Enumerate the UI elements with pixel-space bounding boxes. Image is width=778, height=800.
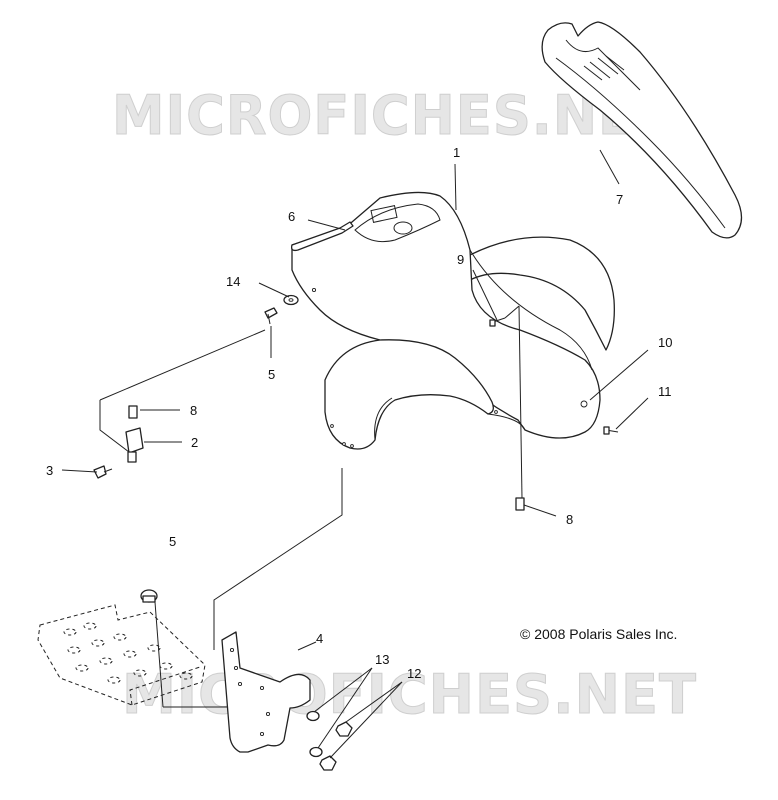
- part-7-hood-cover: [541, 21, 743, 239]
- footrest-reference: [37, 604, 206, 706]
- callout-14: 14: [226, 274, 240, 289]
- copyright-notice: © 2008 Polaris Sales Inc.: [520, 626, 677, 642]
- part-2-bracket: [125, 427, 144, 463]
- callout-6: 6: [288, 209, 295, 224]
- callout-4: 4: [316, 631, 323, 646]
- leader-lines: [61, 149, 649, 759]
- watermark-top: MICROFICHES.NET: [112, 84, 672, 147]
- part-5-screw-upper: [264, 307, 278, 325]
- callout-11: 11: [658, 384, 672, 399]
- part-5-bolt-lower: [140, 589, 158, 603]
- callout-13: 13: [375, 652, 389, 667]
- callout-5-upper: 5: [268, 367, 275, 382]
- callout-8-left: 8: [190, 403, 197, 418]
- part-1-front-fender: [291, 191, 615, 450]
- part-12-nut-b: [319, 755, 337, 771]
- callout-7: 7: [616, 192, 623, 207]
- callout-2: 2: [191, 435, 198, 450]
- callout-3: 3: [46, 463, 53, 478]
- part-11-pin: [603, 426, 619, 435]
- part-9-screw: [489, 317, 506, 327]
- part-4-plate: [221, 631, 311, 753]
- part-13-washer-a: [306, 710, 320, 722]
- part-8-clip-left: [128, 405, 138, 419]
- callout-9: 9: [457, 252, 464, 267]
- callout-labels: 1 6 7 9 14 5 10 11 8 2 3 8 5 4 13 12: [46, 145, 672, 681]
- callout-1: 1: [453, 145, 460, 160]
- callout-12: 12: [407, 666, 421, 681]
- callout-8-right: 8: [566, 512, 573, 527]
- part-3-push-rivet: [93, 465, 113, 479]
- callout-10: 10: [658, 335, 672, 350]
- watermark-bottom: MICROFICHES.NET: [122, 663, 697, 726]
- callout-5-lower: 5: [169, 534, 176, 549]
- part-13-washer-b: [309, 746, 323, 758]
- part-6-trim-strip: [290, 221, 354, 252]
- part-8-clip-right: [515, 497, 525, 511]
